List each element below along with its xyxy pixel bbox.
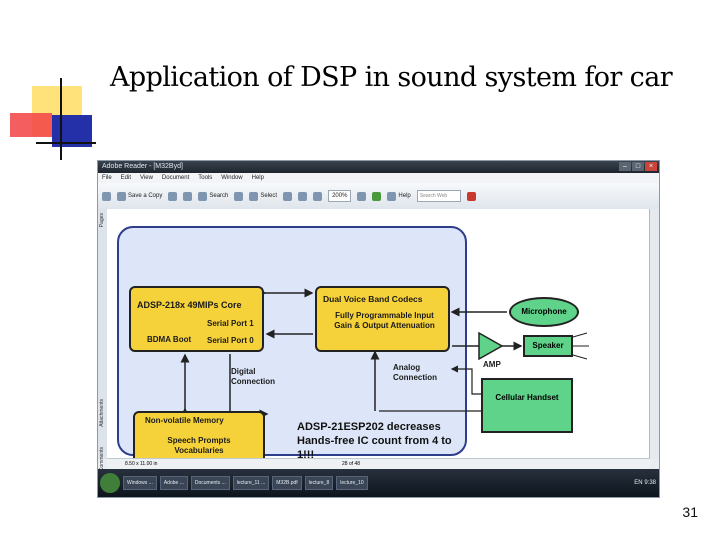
hand-icon	[234, 191, 244, 201]
sidebar-tab-comments[interactable]: Comments	[99, 447, 105, 472]
taskbar-item[interactable]: Documents ...	[190, 476, 230, 490]
page-size-text: 8.50 x 11.00 in	[125, 461, 158, 467]
taskbar-item[interactable]: Windows ...	[123, 476, 157, 490]
camera-icon	[283, 191, 293, 201]
save-icon	[117, 191, 126, 201]
page-position[interactable]: 28 of 48	[342, 461, 361, 467]
menu-document[interactable]: Document	[161, 175, 190, 181]
email-icon	[183, 191, 193, 201]
window-controls: – □ ×	[619, 162, 657, 171]
codec-title: Dual Voice Band Codecs	[323, 294, 423, 304]
rotate-button[interactable]	[372, 191, 382, 201]
search-button[interactable]: Search	[198, 191, 229, 201]
memory-block: Non-volatile Memory Speech Prompts Vocab…	[133, 411, 265, 466]
menu-help[interactable]: Help	[251, 175, 264, 181]
zoom-in-button[interactable]	[313, 191, 323, 201]
slide-number: 31	[682, 504, 698, 520]
memory-title: Non-volatile Memory	[145, 416, 224, 425]
analog-connection-label: Analog Connection	[393, 363, 437, 382]
decor-horizontal-line	[36, 142, 96, 144]
print-button[interactable]	[168, 191, 178, 201]
window-title: Adobe Reader - [M32Byd]	[102, 163, 183, 170]
taskbar-item[interactable]: lecture_8	[304, 476, 334, 490]
tray-clock: 9:38	[644, 480, 656, 486]
select-button[interactable]: Select	[249, 191, 278, 201]
slide-title: Application of DSP in sound system for c…	[110, 62, 673, 93]
status-bar: 8.50 x 11.00 in 28 of 48	[107, 458, 650, 469]
menu-window[interactable]: Window	[221, 175, 243, 181]
bdma-boot: BDMA Boot	[147, 335, 192, 344]
menu-tools[interactable]: Tools	[198, 175, 213, 181]
save-copy-label: Save a Copy	[128, 193, 163, 199]
maximize-icon[interactable]: □	[632, 162, 644, 171]
core-title: ADSP-218x 49MIPs Core	[137, 300, 242, 310]
snapshot-button[interactable]	[283, 191, 293, 201]
dsp-core-block: ADSP-218x 49MIPs Core Serial Port 1 BDMA…	[129, 286, 264, 352]
start-button[interactable]	[100, 473, 120, 493]
rotate-icon	[372, 191, 382, 201]
microphone-node: Microphone	[509, 297, 579, 327]
ic-count-note: ADSP-21ESP202 decreases Hands-free IC co…	[297, 421, 452, 461]
vertical-scrollbar[interactable]	[649, 209, 659, 459]
taskbar-item[interactable]: lecture_11 ...	[232, 476, 270, 490]
folder-icon	[102, 191, 111, 201]
taskbar: Windows ... Adobe ... Documents ... lect…	[98, 469, 659, 497]
system-tray: EN 9:38	[634, 480, 656, 486]
cursor-icon	[249, 191, 259, 201]
menu-edit[interactable]: Edit	[120, 175, 132, 181]
zoom-in-icon	[313, 191, 323, 201]
hand-tool-button[interactable]	[234, 191, 244, 201]
adobe-icon	[466, 191, 476, 201]
serial-port-1: Serial Port 1	[207, 319, 254, 328]
save-copy-button[interactable]: Save a Copy	[117, 191, 163, 201]
open-button[interactable]	[102, 191, 111, 201]
decor-vertical-line	[60, 78, 62, 160]
help-icon	[387, 191, 397, 201]
select-label: Select	[260, 193, 278, 199]
minimize-icon[interactable]: –	[619, 162, 631, 171]
taskbar-item[interactable]: Adobe ...	[159, 476, 188, 490]
fit-page-icon	[357, 191, 367, 201]
serial-port-0: Serial Port 0	[207, 336, 254, 345]
search-web-input[interactable]: Search Web	[416, 190, 461, 202]
taskbar-item[interactable]: lecture_10	[336, 476, 368, 490]
fit-page-button[interactable]	[357, 191, 367, 201]
zoom-select[interactable]: 200%	[328, 190, 352, 202]
codec-block: Dual Voice Band Codecs Fully Programmabl…	[315, 286, 450, 352]
speaker-node: Speaker	[523, 335, 573, 357]
search-label: Search	[209, 193, 229, 199]
zoom-out-button[interactable]	[298, 191, 308, 201]
close-icon[interactable]: ×	[645, 162, 657, 171]
embedded-screenshot: Adobe Reader - [M32Byd] – □ × File Edit …	[97, 160, 660, 498]
menu-view[interactable]: View	[140, 175, 153, 181]
memory-body: Speech Prompts Vocabularies	[167, 436, 231, 455]
sidebar-tab-pages[interactable]: Pages	[99, 213, 105, 228]
sidebar-tab-attachments[interactable]: Attachments	[99, 399, 105, 427]
window-title-bar: Adobe Reader - [M32Byd] – □ ×	[98, 161, 659, 173]
decor-blue-square	[52, 115, 92, 147]
print-icon	[168, 191, 178, 201]
tray-language[interactable]: EN	[634, 480, 643, 486]
menu-file[interactable]: File	[102, 175, 112, 181]
help-label: Help	[398, 193, 411, 199]
digital-connection-label: Digital Connection	[231, 367, 275, 386]
zoom-out-icon	[298, 191, 308, 201]
search-icon	[198, 191, 208, 201]
adobe-logo	[466, 191, 476, 201]
email-button[interactable]	[183, 191, 193, 201]
amp-label: AMP	[483, 360, 501, 369]
help-button[interactable]: Help	[387, 191, 411, 201]
codec-body: Fully Programmable Input Gain & Output A…	[334, 311, 435, 330]
decor-red-square	[10, 113, 52, 137]
cellular-handset-node: Cellular Handset	[481, 378, 573, 433]
taskbar-item[interactable]: M32B.pdf	[272, 476, 302, 490]
menu-bar: File Edit View Document Tools Window Hel…	[98, 173, 659, 183]
toolbar: Save a Copy Search Select 200% Help Sear…	[98, 183, 659, 210]
document-page: ADSP-218x 49MIPs Core Serial Port 1 BDMA…	[107, 209, 650, 466]
